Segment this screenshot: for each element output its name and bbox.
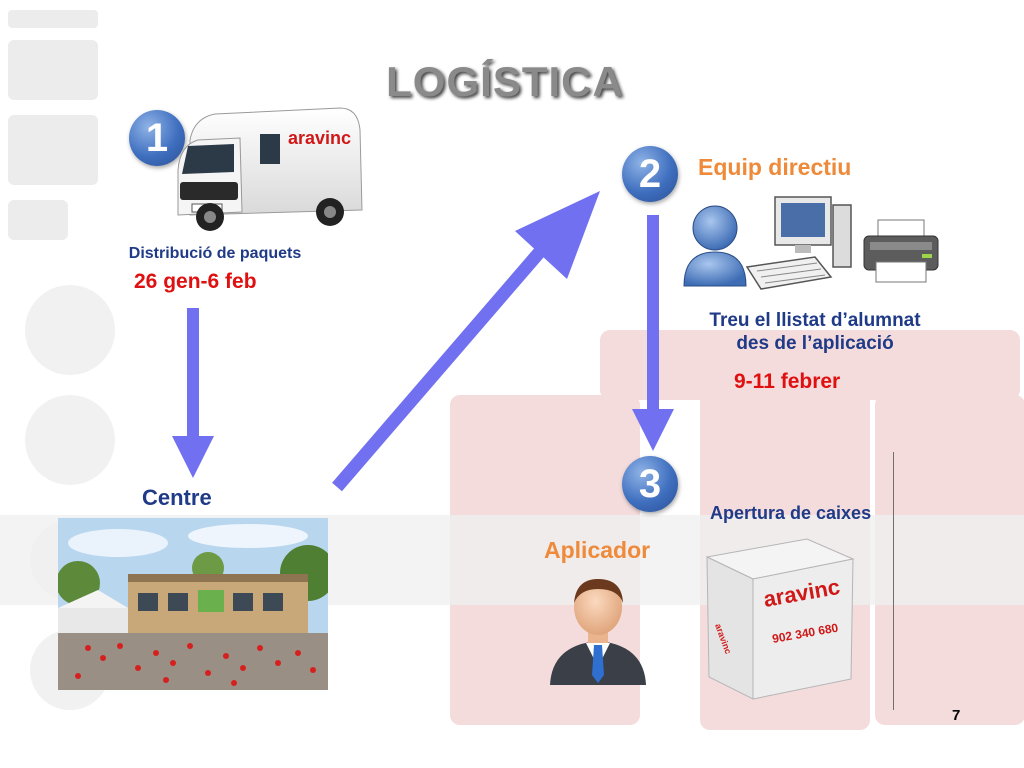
- printer-icon: [863, 219, 939, 283]
- page-number: 7: [952, 707, 961, 724]
- step-2-date: 9-11 febrer: [734, 370, 841, 393]
- user-icon: [683, 205, 747, 287]
- arrow-diagonal: [332, 191, 600, 492]
- slide-title: LOGÍSTICA: [386, 58, 624, 105]
- step-2-label-line-1: Treu el llistat d’alumnat: [709, 310, 921, 331]
- aplicador-person-icon: [550, 579, 646, 685]
- step-3-box-caption: Apertura de caixes: [710, 503, 872, 523]
- delivery-van-icon: aravinc: [177, 107, 363, 231]
- box-icon: aravinc 902 340 680 aravinc: [705, 538, 855, 700]
- centre-label: Centre: [142, 485, 212, 510]
- van-logo-text: aravinc: [288, 128, 351, 148]
- step-3-heading: Aplicador: [544, 537, 651, 563]
- step-1-badge: 1: [129, 110, 185, 166]
- divider-line: [893, 452, 894, 710]
- arrow-down-1: [172, 308, 214, 478]
- arrow-down-2: [632, 215, 674, 451]
- step-2-badge: 2: [622, 146, 678, 202]
- step-1-date: 26 gen-6 feb: [134, 270, 257, 293]
- step-2-label-line-2: des de l’aplicació: [736, 333, 894, 354]
- step-1-label: Distribució de paquets: [128, 245, 302, 262]
- school-photo: [58, 518, 328, 690]
- step-3-badge: 3: [622, 456, 678, 512]
- step-2-heading: Equip directiu: [698, 154, 852, 180]
- computer-icon: [745, 196, 852, 290]
